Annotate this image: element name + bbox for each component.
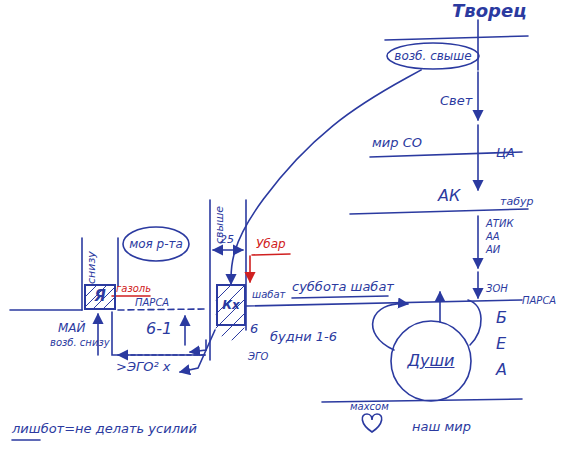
hatching	[86, 286, 114, 308]
text-label: ПАРСА	[135, 298, 169, 309]
parsa-line	[118, 309, 205, 310]
level-bar	[350, 209, 528, 214]
text-label: газоль	[116, 284, 151, 295]
text-label: ЭГО	[248, 352, 268, 363]
text-label: наш мир	[412, 420, 471, 434]
text-label: ПАРСА	[522, 296, 556, 307]
text-label: ЦА	[496, 146, 515, 160]
text-label: АИ	[486, 245, 500, 256]
node-label: Души	[407, 353, 454, 370]
red-underline	[252, 254, 290, 255]
hatched-box: Кх	[216, 284, 246, 326]
axis-arrow	[477, 125, 479, 190]
loop-arrow	[373, 304, 408, 350]
underline	[292, 296, 388, 298]
dimension-arrow	[213, 249, 243, 251]
node-label: Я	[94, 289, 106, 305]
parsa-line	[10, 309, 82, 311]
red-underline	[112, 295, 150, 297]
bracket-line	[112, 312, 205, 355]
text-label: МАЙ	[58, 322, 86, 335]
ego-arrow	[180, 330, 215, 372]
column-line	[209, 200, 211, 360]
ellipse-outline	[123, 227, 189, 261]
text-label: 6-1	[146, 321, 172, 338]
axis-arrow	[477, 216, 479, 268]
parsa-line	[246, 300, 522, 306]
ellipse-node: моя р-та	[122, 226, 190, 262]
column-line	[81, 238, 83, 310]
axis-arrow	[477, 72, 479, 120]
text-label: табур	[500, 196, 533, 208]
column-line	[117, 238, 119, 286]
text-label: АК	[438, 188, 460, 205]
text-label: суббота шабат	[292, 280, 394, 294]
text-label: Свет	[440, 94, 472, 108]
raise-arrow	[184, 316, 186, 345]
ellipse-node: возб. свыше	[386, 42, 480, 70]
bracket-arrow	[118, 354, 205, 356]
node-label: Кх	[222, 299, 240, 312]
text-label: Е	[496, 336, 506, 353]
text-label: А	[496, 362, 507, 379]
text-label: ЗОН	[486, 284, 508, 295]
vertical-label: свыше	[214, 206, 226, 244]
axis-arrow	[477, 272, 479, 298]
text-label: будни 1-6	[270, 330, 337, 344]
text-label: лишбот=не делать усилий	[12, 422, 197, 436]
red-arrow	[249, 256, 251, 282]
level-bar	[385, 36, 528, 40]
text-label: махсом	[350, 402, 389, 413]
text-label: возб. снизу	[50, 338, 110, 349]
text-label: АТИК	[486, 219, 514, 230]
bend-arrow	[190, 340, 206, 352]
node-label: возб. свыше	[394, 50, 471, 63]
vertical-label: снизу	[86, 251, 98, 284]
text-label: 6	[250, 322, 258, 336]
node-label: моя р-та	[129, 238, 183, 251]
text-label: Убар	[256, 238, 286, 251]
curved-connector	[231, 70, 422, 284]
axis-line	[477, 20, 479, 70]
rise-arrow	[439, 292, 441, 322]
text-label: >ЭГО² х	[116, 360, 170, 374]
ellipse-outline	[391, 321, 471, 401]
text-label: Творец	[452, 2, 526, 21]
ellipse-node: Души	[390, 320, 472, 402]
loop-arc	[468, 300, 481, 345]
underline	[12, 439, 40, 441]
raise-arrow	[97, 314, 99, 355]
text-label: АА	[486, 232, 500, 243]
ellipse-outline	[387, 43, 479, 69]
hatched-box: Я	[84, 284, 116, 310]
text-label: Б	[496, 310, 507, 327]
heart-symbol	[362, 414, 381, 432]
hatching	[216, 286, 244, 340]
text-label: шабат	[252, 290, 285, 301]
text-label: мир СО	[372, 136, 422, 150]
